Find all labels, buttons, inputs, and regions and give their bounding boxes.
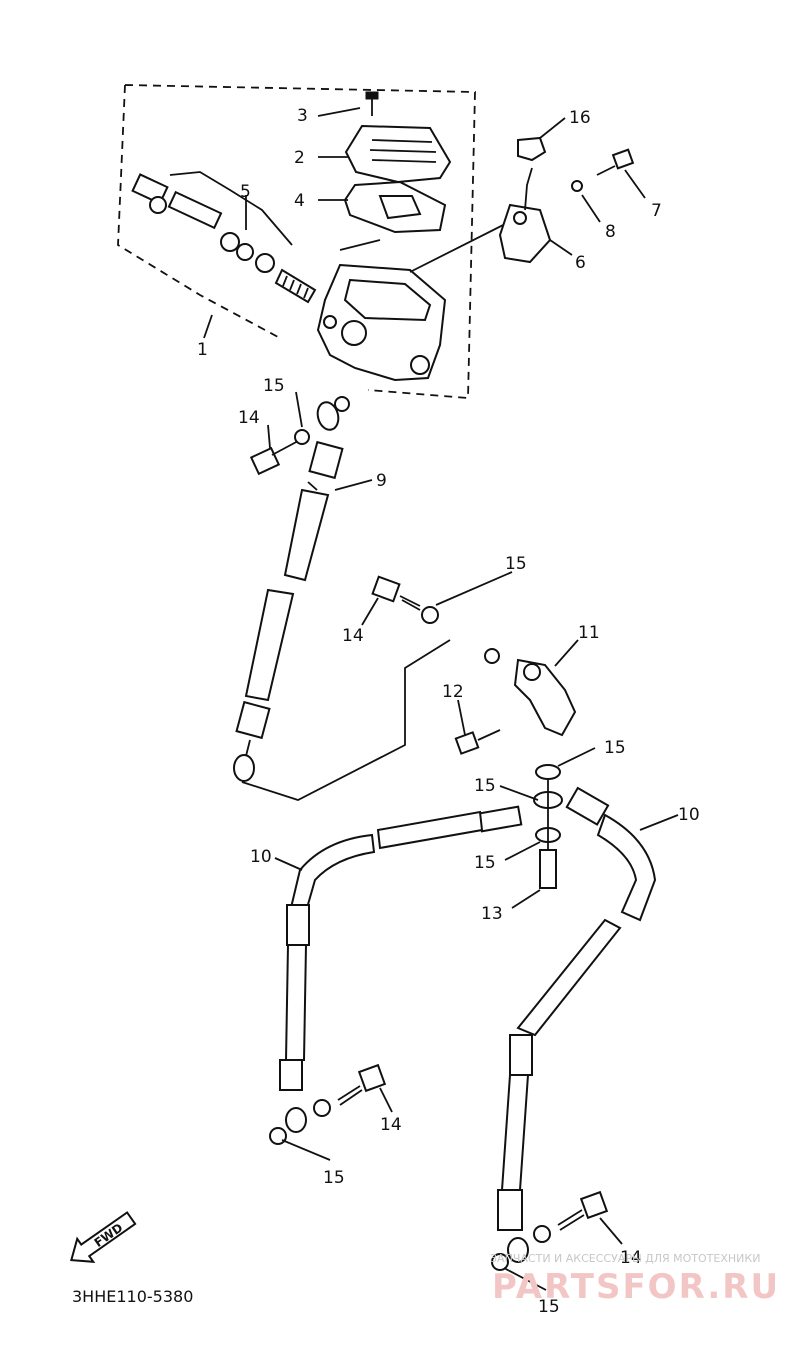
callout-10-right: 10 (678, 805, 700, 825)
cap-16 (517, 136, 547, 162)
washer-mid-a (421, 606, 439, 624)
callout-8: 8 (605, 222, 616, 242)
washer-upper-b (334, 396, 350, 412)
callout-15-left: 15 (323, 1168, 345, 1188)
callout-6: 6 (575, 253, 586, 273)
callout-14-upper: 14 (238, 408, 260, 428)
callout-1: 1 (197, 340, 208, 360)
washer-right-a (533, 1225, 551, 1243)
brake-hose-9 (233, 401, 344, 782)
watermark: ЗАПЧАСТИ И АКСЕССУАРЫ ДЛЯ МОТОТЕХНИКИ PA… (490, 1252, 780, 1307)
leader-lines (203, 107, 679, 1291)
banjo-bolt-upper (249, 439, 301, 476)
brake-hose-joint (513, 658, 577, 737)
washer-upper-a (294, 429, 310, 445)
callout-10-left: 10 (250, 847, 272, 867)
callout-14-left: 14 (380, 1115, 402, 1135)
callout-14-right: 14 (620, 1248, 642, 1268)
guide-lines (241, 167, 549, 850)
screw-3 (365, 91, 379, 116)
callout-7: 7 (651, 201, 662, 221)
callout-4: 4 (294, 191, 305, 211)
forward-arrow: FWD (70, 1211, 137, 1263)
banjo-bolt-right (557, 1190, 609, 1231)
master-cylinder-body (316, 213, 526, 382)
callout-9: 9 (376, 471, 387, 491)
watermark-tagline: ЗАПЧАСТИ И АКСЕССУАРЫ ДЛЯ МОТОТЕХНИКИ (490, 1252, 760, 1265)
callout-16: 16 (569, 108, 591, 128)
brake-hose-10-right (497, 813, 657, 1263)
banjo-bolt-mid (371, 575, 421, 611)
holder-bracket (498, 203, 552, 264)
bolt-12 (454, 729, 501, 755)
washer-mid-b (484, 648, 500, 664)
piston-kit (131, 171, 317, 304)
callout-13: 13 (481, 904, 503, 924)
callout-5: 5 (240, 182, 251, 202)
washer-8 (571, 180, 583, 192)
callout-15-stack-low: 15 (474, 853, 496, 873)
callout-15-upper: 15 (263, 376, 285, 396)
reservoir-cap (344, 124, 452, 184)
master-cylinder-assembly-box (117, 84, 476, 399)
diagram-code: 3HHE110-5380 (72, 1287, 193, 1306)
banjo-stack (477, 764, 610, 889)
callout-15-stack-top: 15 (604, 738, 626, 758)
callout-11: 11 (578, 623, 600, 643)
callout-3: 3 (297, 106, 308, 126)
callout-2: 2 (294, 148, 305, 168)
brake-hose-10-left (279, 810, 484, 1133)
washer-right-b (491, 1253, 509, 1271)
screw-7 (596, 148, 635, 176)
banjo-bolt-left (337, 1063, 387, 1106)
callout-12: 12 (442, 682, 464, 702)
callout-15-mid: 15 (505, 554, 527, 574)
watermark-brand: PARTSFOR.RU (492, 1267, 780, 1307)
washer-left-a (313, 1099, 331, 1117)
diaphragm (343, 180, 447, 234)
callout-numbers: 1 2 3 4 5 6 7 8 9 10 10 11 12 13 14 14 1… (197, 106, 700, 1317)
callout-14-mid: 14 (342, 626, 364, 646)
callout-15-stack-mid: 15 (474, 776, 496, 796)
callout-15-right: 15 (538, 1297, 560, 1317)
